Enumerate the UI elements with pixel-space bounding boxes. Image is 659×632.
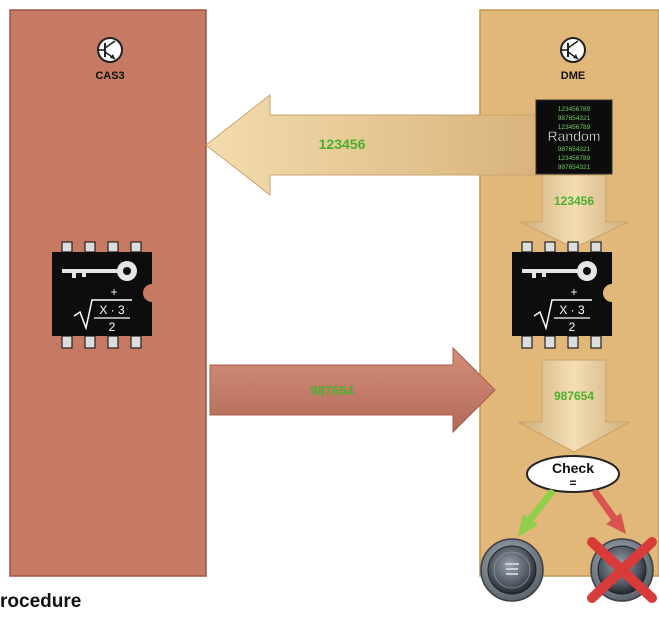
dme-label: DME	[561, 70, 585, 82]
down-arrow-response	[517, 359, 631, 453]
cas3-label: CAS3	[95, 70, 124, 82]
check-ellipse: Check =	[526, 455, 620, 493]
svg-text:2: 2	[109, 320, 116, 334]
svg-text:+: +	[570, 285, 577, 299]
svg-text:987654321: 987654321	[558, 115, 591, 122]
svg-text:123456789: 123456789	[558, 106, 591, 113]
svg-text:X · 3: X · 3	[559, 303, 585, 317]
challenge-arrow	[205, 93, 546, 197]
start-stop-button-icon	[480, 538, 544, 602]
down-response-value: 987654	[554, 389, 594, 403]
check-equals: =	[569, 476, 576, 490]
key-icon	[62, 261, 137, 281]
random-block: 123456789 987654321 123456789 987654321 …	[535, 99, 613, 175]
response-arrow	[209, 346, 496, 434]
svg-text:987654321: 987654321	[558, 164, 591, 171]
green-arrow	[518, 489, 555, 537]
challenge-value: 123456	[319, 136, 366, 152]
cas3-chip: + X · 3 2	[52, 241, 152, 349]
red-arrow	[592, 489, 626, 534]
svg-text:+: +	[110, 285, 117, 299]
key-icon	[522, 261, 597, 281]
transistor-icon	[97, 37, 123, 63]
svg-text:123456789: 123456789	[558, 124, 591, 131]
svg-text:123456789: 123456789	[558, 155, 591, 162]
crossed-out-icon	[587, 537, 657, 603]
svg-text:987654321: 987654321	[558, 146, 591, 153]
random-label: Random	[548, 128, 601, 144]
check-label: Check	[552, 460, 594, 476]
transistor-icon	[560, 37, 586, 63]
down-challenge-value: 123456	[554, 194, 594, 208]
response-value: 987654	[310, 383, 354, 398]
dme-chip: + X · 3 2	[512, 241, 612, 349]
down-arrow-challenge	[519, 174, 629, 249]
svg-text:X · 3: X · 3	[99, 303, 125, 317]
caption-text: rocedure	[0, 591, 82, 612]
svg-text:2: 2	[569, 320, 576, 334]
